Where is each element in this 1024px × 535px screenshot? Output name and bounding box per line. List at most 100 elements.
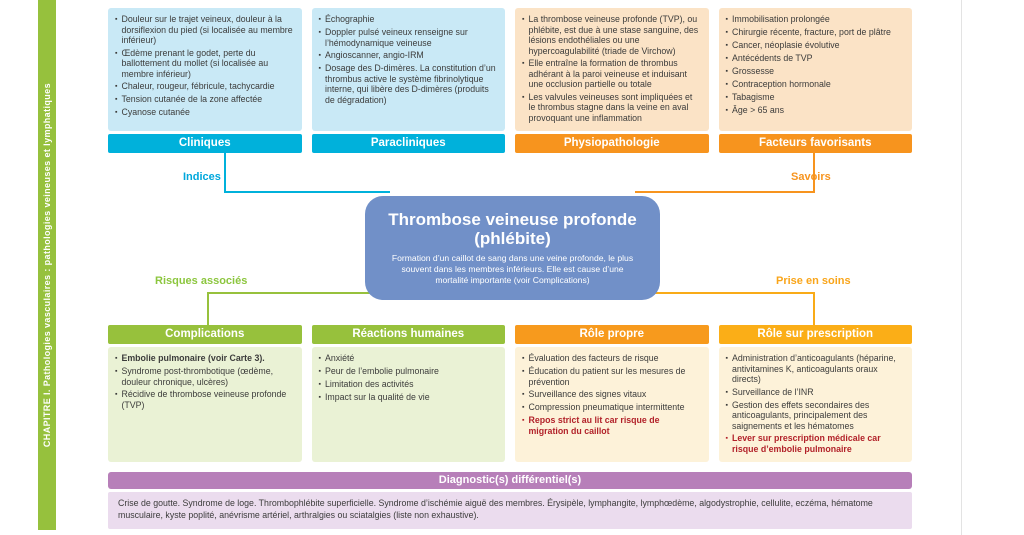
bullet-square-icon: ▪	[318, 381, 321, 388]
bullet-square-icon: ▪	[115, 16, 118, 23]
bullet-item: ▪Angioscanner, angio-IRM	[319, 50, 499, 61]
bullet-item-text: Elle entraîne la formation de thrombus a…	[528, 58, 687, 90]
card-facteurs-favorisants-header: Facteurs favorisants	[718, 134, 912, 153]
bullet-square-icon: ▪	[522, 60, 525, 68]
bullet-square-icon: ▪	[318, 394, 321, 401]
card-facteurs-favorisants: ▪ Immobilisation prolongée ▪Chirurgie réce…	[718, 8, 912, 153]
bullet-square-icon: ▪	[318, 52, 321, 60]
bullet-item: ▪Compression pneumatique intermittente	[522, 402, 702, 413]
card-physiopathologie-body: ▪La thrombose veineuse profonde (TVP), o…	[515, 8, 709, 131]
card-role-sur-prescription: Rôle sur prescription ▪Administration d’…	[718, 325, 912, 462]
bullet-item: ▪Chaleur, rougeur, fébricule, tachycardi…	[115, 81, 295, 92]
bullet-square-icon: ▪	[522, 16, 525, 23]
bullet-item: ▪Anxiété	[319, 353, 499, 364]
bullet-square-icon: ▪	[725, 435, 728, 443]
card-reactions-humaines-header: Réactions humaines	[311, 325, 505, 344]
bullet-item-text: Cyanose cutanée	[121, 107, 190, 118]
card-role-propre: Rôle propre ▪Évaluation des facteurs de …	[515, 325, 709, 462]
bullet-square-icon: ▪	[522, 355, 525, 362]
card-paracliniques-body: ▪ Échographie ▪Doppler pulsé veineux rense…	[311, 8, 505, 131]
differential-diagnosis-text: Crise de goutte. Syndrome de loge. Throm…	[108, 492, 912, 529]
bullet-item-text: Échographie	[324, 14, 375, 24]
bullet-item: ▪Syndrome post-thrombotique (œdème, doul…	[115, 366, 295, 387]
chapter-sidebar-label: CHAPITRE I. Pathologies vasculaires : pa…	[42, 82, 52, 448]
bullet-item: ▪Limitation des activités	[319, 379, 499, 390]
bullet-square-icon: ▪	[725, 55, 728, 62]
bullet-item-text: Cancer, néoplasie évolutive	[731, 40, 840, 50]
card-cliniques-header: Cliniques	[108, 134, 302, 153]
bullet-item: ▪Antécédents de TVP	[726, 53, 906, 64]
bullet-item-text: Lever sur prescription médicale car risq…	[731, 433, 881, 454]
bullet-square-icon: ▪	[115, 83, 118, 91]
chapter-sidebar: CHAPITRE I. Pathologies vasculaires : pa…	[38, 0, 56, 530]
bullet-item-text: Repos strict au lit car risque de migrat…	[528, 415, 660, 436]
bullet-item-text: Syndrome post-thrombotique (œdème, doule…	[121, 366, 274, 387]
bullet-item: ▪Douleur sur le trajet veineux, douleur …	[115, 14, 295, 46]
bullet-square-icon: ▪	[115, 96, 118, 104]
bullet-item-text: Antécédents de TVP	[731, 53, 813, 63]
branch-label-prise-en-soins: Prise en soins	[776, 275, 851, 287]
card-complications-header: Complications	[108, 325, 302, 344]
bullet-item-text: Limitation des activités	[324, 379, 414, 389]
bullet-item-text: Récidive de thrombose veineuse profonde …	[121, 389, 287, 410]
bullet-square-icon: ▪	[522, 368, 525, 375]
bullet-item-text: Gestion des effets secondaires des antic…	[731, 399, 870, 431]
bullet-item: ▪Lever sur prescription médicale car ris…	[726, 433, 906, 454]
connector-prise-en-soins-horizontal	[635, 292, 815, 294]
card-reactions-humaines-body: ▪Anxiété▪Peur de l’embolie pulmonaire▪Li…	[311, 347, 505, 462]
bullet-square-icon: ▪	[115, 49, 118, 57]
card-cliniques-body: ▪Douleur sur le trajet veineux, douleur …	[108, 8, 302, 131]
bullet-item-text: Œdème prenant le godet, perte du ballott…	[121, 47, 269, 79]
bullet-square-icon: ▪	[115, 355, 118, 362]
page-edge-line	[961, 0, 962, 535]
bullet-square-icon: ▪	[318, 368, 321, 375]
card-role-sur-prescription-body: ▪Administration d’anticoagulants (hépari…	[718, 347, 912, 462]
connector-complications-vertical	[207, 292, 209, 325]
card-facteurs-favorisants-body: ▪ Immobilisation prolongée ▪Chirurgie réce…	[718, 8, 912, 131]
bullet-square-icon: ▪	[318, 355, 321, 362]
bullet-item: ▪Embolie pulmonaire (voir Carte 3).	[115, 353, 295, 364]
bullet-item: ▪Dosage des D-dimères. La constitution d…	[319, 63, 499, 105]
bullet-item-text: Peur de l’embolie pulmonaire	[324, 366, 439, 376]
bullet-square-icon: ▪	[725, 388, 728, 396]
bullet-item-text: Grossesse	[731, 66, 775, 76]
connector-risques-horizontal	[207, 292, 390, 294]
bullet-item: ▪Gestion des effets secondaires des anti…	[726, 400, 906, 432]
bullet-item-text: Immobilisation prolongée	[731, 14, 830, 24]
bullet-item: ▪Âge > 65 ans	[726, 105, 906, 116]
differential-diagnosis-header: Diagnostic(s) différentiel(s)	[108, 472, 912, 489]
bullet-item-text: La thrombose veineuse profonde (TVP), ou…	[528, 14, 699, 56]
central-node-description: Formation d’un caillot de sang dans une …	[391, 252, 634, 286]
card-complications: Complications ▪Embolie pulmonaire (voir …	[108, 325, 302, 462]
connector-role-prescription-vertical	[813, 292, 815, 325]
bullet-item: ▪Surveillance des signes vitaux	[522, 389, 702, 400]
bullet-item-text: Contraception hormonale	[731, 79, 831, 89]
bullet-item: ▪Récidive de thrombose veineuse profonde…	[115, 389, 295, 410]
bullet-item-text: Tabagisme	[731, 92, 775, 102]
bullet-item: ▪Les valvules veineuses sont impliquées …	[522, 92, 702, 124]
bullet-item: ▪Cancer, néoplasie évolutive	[726, 40, 906, 51]
bullet-item-text: Chaleur, rougeur, fébricule, tachycardie	[121, 81, 275, 92]
bullet-item-text: Les valvules veineuses sont impliquées e…	[528, 91, 693, 123]
card-paracliniques-header: Paracliniques	[311, 134, 505, 153]
bullet-item-text: Tension cutanée de la zone affectée	[121, 94, 263, 105]
connector-savoirs-horizontal	[635, 191, 815, 193]
bullet-item-text: Douleur sur le trajet veineux, douleur à…	[121, 14, 293, 46]
bullet-item-text: Âge > 65 ans	[731, 105, 785, 115]
connector-cliniques-vertical	[224, 152, 226, 193]
bullet-item-text: Évaluation des facteurs de risque	[528, 353, 659, 363]
bullet-item: ▪Tabagisme	[726, 92, 906, 103]
bullet-item: ▪Administration d’anticoagulants (hépari…	[726, 353, 906, 385]
bullet-item-text: Dosage des D-dimères. La constitution d’…	[324, 63, 496, 105]
bullet-item-text: Impact sur la qualité de vie	[324, 392, 430, 402]
bullet-item: ▪Doppler pulsé veineux renseigne sur l’h…	[319, 27, 499, 48]
card-physiopathologie: ▪La thrombose veineuse profonde (TVP), o…	[515, 8, 709, 153]
bullet-item: ▪Impact sur la qualité de vie	[319, 392, 499, 403]
bullet-item: ▪Chirurgie récente, fracture, port de pl…	[726, 27, 906, 38]
bullet-square-icon: ▪	[522, 404, 525, 412]
central-node: Thrombose veineuse profonde (phlébite) F…	[365, 196, 660, 300]
bullet-square-icon: ▪	[725, 42, 728, 49]
bullet-item-text: Éducation du patient sur les mesures de …	[528, 366, 686, 387]
bullet-square-icon: ▪	[318, 65, 321, 73]
